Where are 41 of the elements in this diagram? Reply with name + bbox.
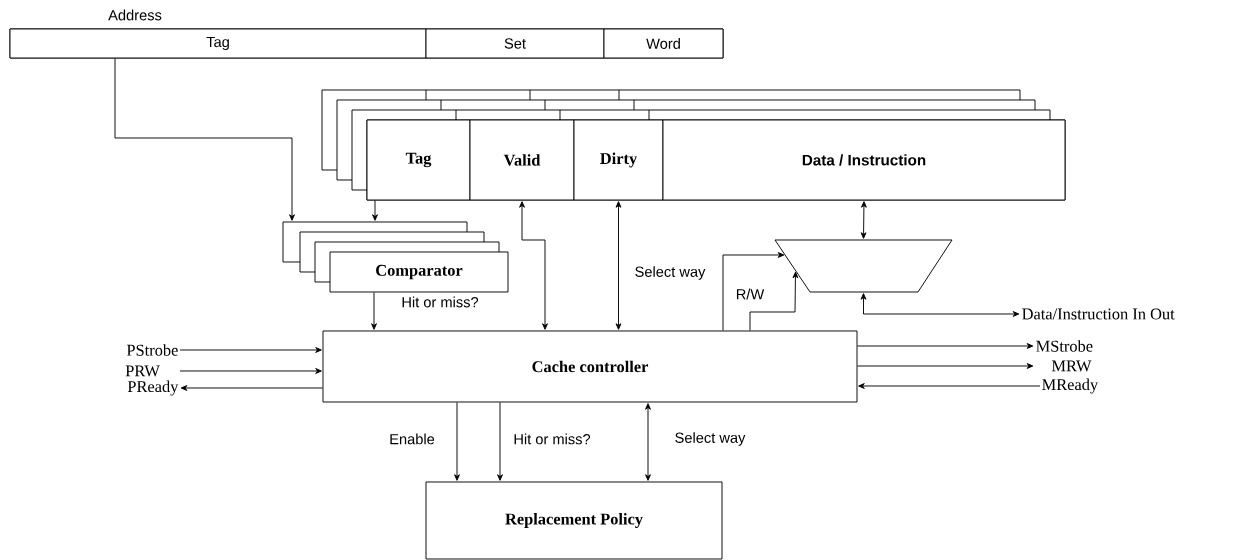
edge-label: Select way — [633, 265, 707, 281]
cache-line-field: Tag — [366, 119, 471, 201]
signal-name: Data/Instruction In Out — [1022, 308, 1175, 320]
arrow — [179, 347, 322, 353]
signal-name: MRW — [1051, 360, 1092, 372]
arrow — [371, 292, 377, 330]
edge-label: R/W — [734, 287, 766, 301]
comparator-box: Comparator — [329, 251, 509, 293]
address-field: Word — [603, 28, 724, 59]
arrow — [860, 201, 867, 239]
edge-label: Select way — [673, 431, 747, 447]
arrow — [179, 368, 322, 374]
edge-label: Enable — [388, 432, 436, 446]
signal-name: PReady — [127, 380, 179, 396]
arrow — [749, 271, 799, 331]
controller-box: Cache controller — [322, 330, 858, 403]
arrow — [519, 201, 548, 330]
arrow — [722, 252, 785, 331]
cache-line-field: Valid — [469, 119, 575, 201]
edge-label: Hit or miss? — [400, 295, 480, 309]
signal-name: MReady — [1042, 378, 1099, 394]
edge-label: Hit or miss? — [512, 432, 592, 446]
node-label: Address — [108, 9, 162, 21]
cache-line-field: Dirty — [573, 119, 664, 201]
arrow — [497, 402, 503, 481]
policy-box: Replacement Policy — [425, 481, 723, 560]
address-field: Set — [425, 28, 605, 59]
signal-name: MStrobe — [1036, 340, 1093, 352]
arrow — [615, 201, 622, 330]
arrow — [645, 403, 651, 481]
signal-name: PRW — [125, 365, 160, 377]
arrow — [114, 58, 295, 221]
arrow — [860, 293, 1020, 317]
arrow — [857, 363, 1034, 369]
arrow — [857, 343, 1034, 349]
signal-name: PStrobe — [126, 344, 178, 356]
multiplexer — [774, 239, 953, 293]
arrow — [454, 402, 460, 481]
arrow — [858, 383, 1041, 389]
arrow — [180, 385, 323, 391]
arrow — [372, 200, 378, 221]
